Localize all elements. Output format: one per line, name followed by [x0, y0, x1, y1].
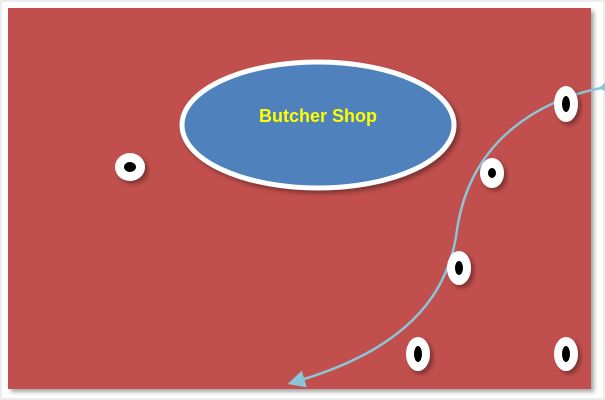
node-5	[406, 337, 430, 371]
nodes-layer	[115, 86, 578, 371]
butcher-shop-label: Butcher Shop	[259, 106, 377, 126]
node-3	[480, 158, 504, 188]
node-6	[554, 337, 578, 371]
node-1	[115, 153, 145, 181]
walking-path-arrow	[287, 76, 605, 388]
node-2	[554, 86, 578, 122]
butcher-shop: Butcher Shop	[179, 59, 457, 191]
node-4	[447, 251, 471, 285]
